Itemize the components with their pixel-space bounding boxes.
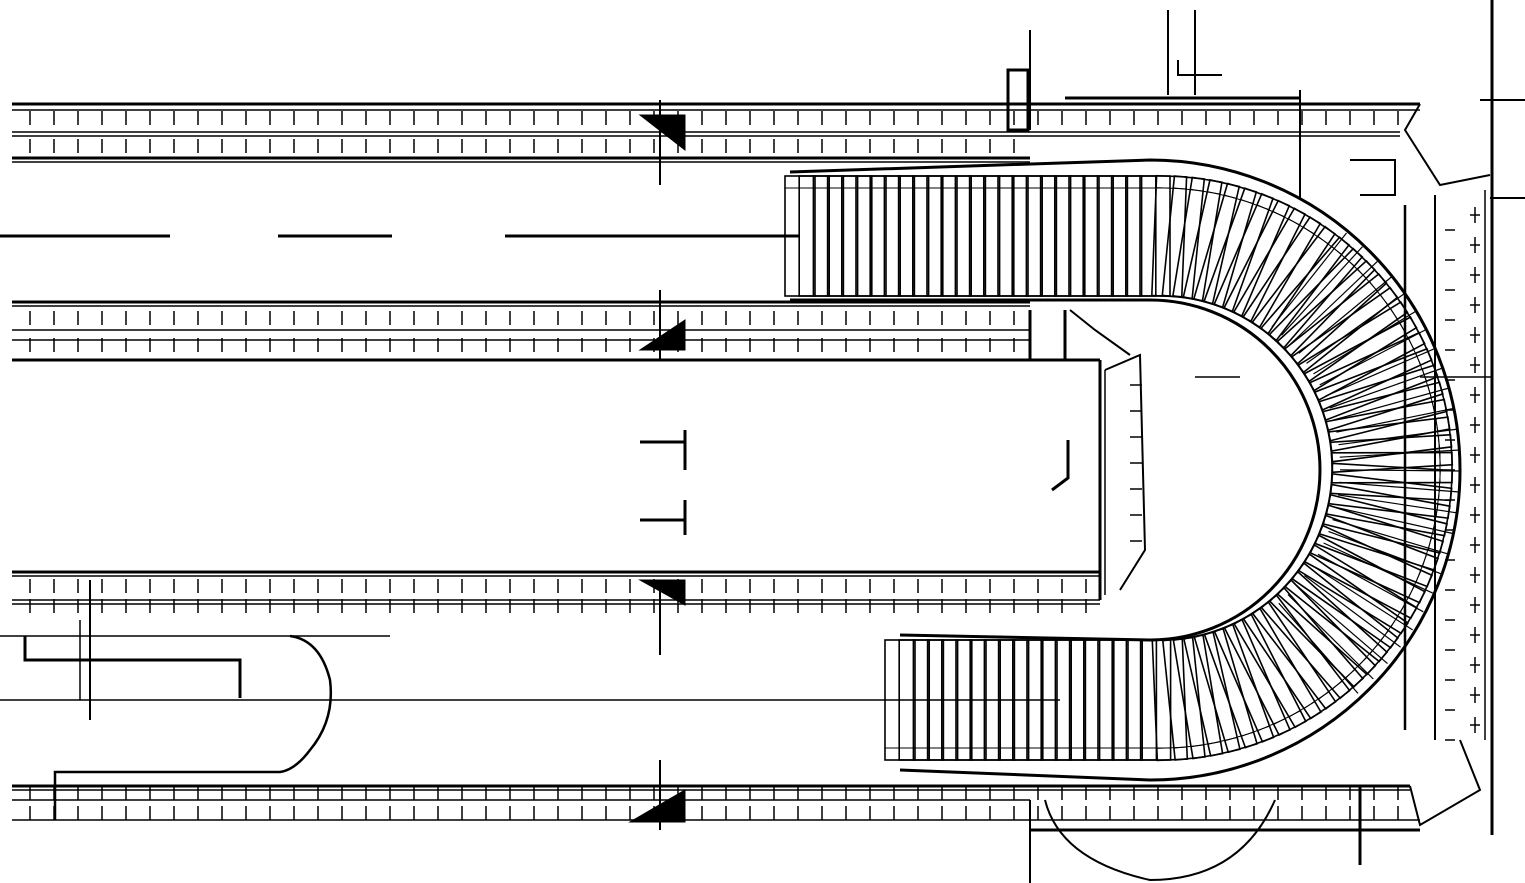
swept-path-fan-line (1328, 530, 1442, 575)
swept-path-fan-line (1336, 407, 1455, 433)
swept-path-fan-line (1329, 367, 1444, 409)
swept-path-fan-line (1333, 387, 1450, 421)
swept-path-vehicle-outline (1139, 639, 1172, 761)
swept-path-vehicle-outline (1068, 175, 1100, 297)
swept-path-fan-line (1271, 232, 1347, 328)
swept-path-fan-line (1278, 602, 1359, 694)
swept-path-fan-line (1339, 469, 1461, 472)
swept-path-vehicle-outline (884, 639, 916, 761)
swept-path-outer-envelope (789, 158, 1462, 782)
swept-path-fan-line (1335, 506, 1453, 535)
swept-path-fan-line (1317, 553, 1424, 613)
swept-path-fan-line (1287, 594, 1374, 680)
median-island (12, 353, 1147, 605)
swept-path-fan-line (1337, 494, 1457, 514)
swept-path-fan-line (1338, 428, 1458, 446)
curb-tick-marks (29, 111, 1480, 820)
swept-path-fan-line (1332, 518, 1448, 555)
swept-path-fan-line (1324, 347, 1436, 397)
swept-path-inner-envelope (790, 298, 1322, 642)
swept-path-vehicle-outline (1139, 175, 1171, 297)
swept-path-fan-line (1290, 260, 1378, 345)
lay-by-outline (23, 636, 242, 698)
swept-path-vehicle-outline (1150, 174, 1188, 298)
swept-path-fan-line (1281, 246, 1363, 336)
swept-path-fan-line (1296, 584, 1388, 665)
swept-path-fan-line (1319, 328, 1427, 386)
swept-path-fan-line (1339, 481, 1460, 493)
lower-carriageway (0, 580, 1420, 832)
swept-path-fan-line (1313, 310, 1417, 375)
upper-carriageway (0, 102, 1420, 362)
vehicle-swept-path (784, 158, 1462, 782)
swept-path-fan-line (1304, 575, 1401, 648)
swept-path-vehicle-outline (1097, 639, 1129, 761)
swept-path-fan-line (1306, 293, 1405, 364)
swept-path-fan-line (1298, 276, 1392, 354)
section-lines (628, 100, 1070, 830)
swept-path-fan-line (1311, 564, 1413, 631)
swept-path-fan-line (1323, 542, 1433, 594)
swept-path-fan-line (1339, 449, 1460, 458)
